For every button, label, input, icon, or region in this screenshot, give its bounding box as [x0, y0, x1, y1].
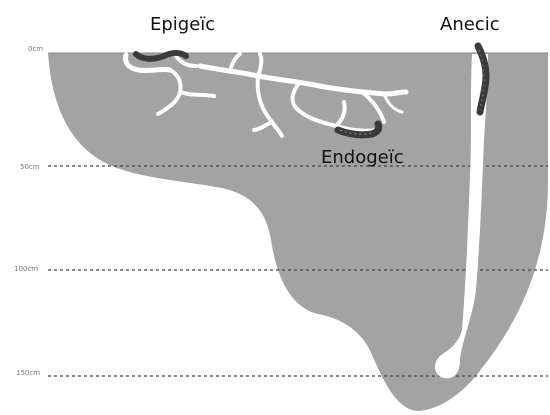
endogeic-label: Endogeïc	[321, 147, 404, 168]
depth-label-100cm: 100cm	[14, 265, 38, 273]
anecic-label: Anecic	[440, 14, 500, 35]
depth-label-150cm: 150cm	[16, 369, 40, 377]
epigeic-label: Epigeïc	[150, 14, 215, 35]
depth-label-0cm: 0cm	[28, 45, 43, 53]
depth-label-50cm: 50cm	[20, 163, 40, 171]
